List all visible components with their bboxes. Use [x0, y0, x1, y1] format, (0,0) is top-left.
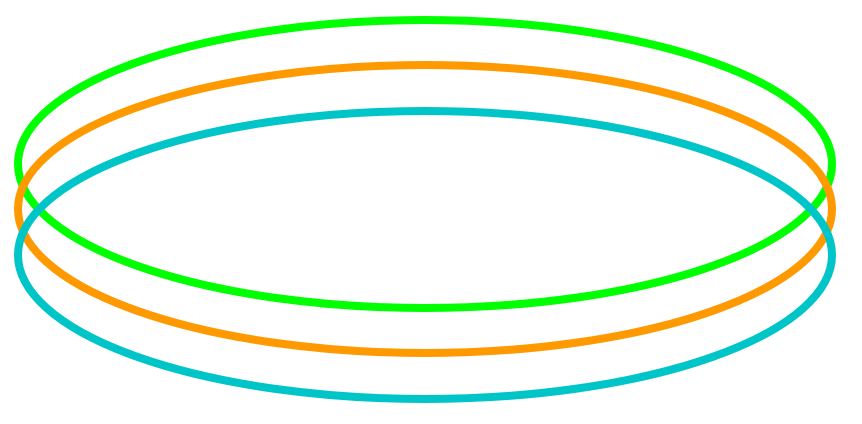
cyan-ring [14, 107, 836, 403]
orange-ring [14, 61, 836, 357]
green-ring [14, 16, 836, 312]
